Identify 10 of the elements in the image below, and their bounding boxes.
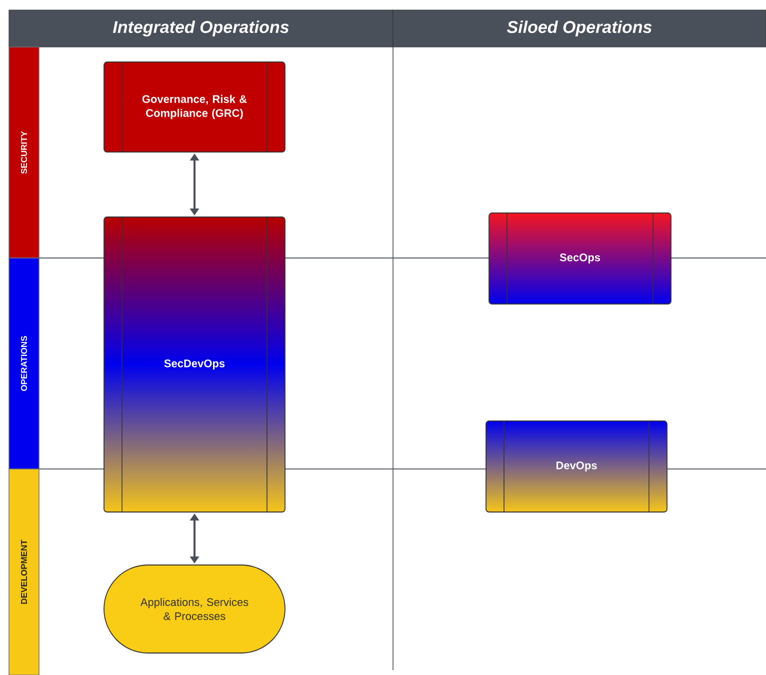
terminal-box: Applications, Services & Processes <box>104 564 286 654</box>
process-box: Governance, Risk & Compliance (GRC) <box>104 62 286 152</box>
lane-label: DEVELOPMENT <box>8 468 40 675</box>
process-box: SecDevOps <box>104 216 286 512</box>
process-box: SecOps <box>488 212 672 304</box>
process-box: DevOps <box>486 420 668 512</box>
lane-label: SECURITY <box>8 46 40 258</box>
column-header: Integrated Operations <box>8 10 394 48</box>
lane-label: OPERATIONS <box>8 258 40 470</box>
column-header: Siloed Operations <box>392 10 766 48</box>
